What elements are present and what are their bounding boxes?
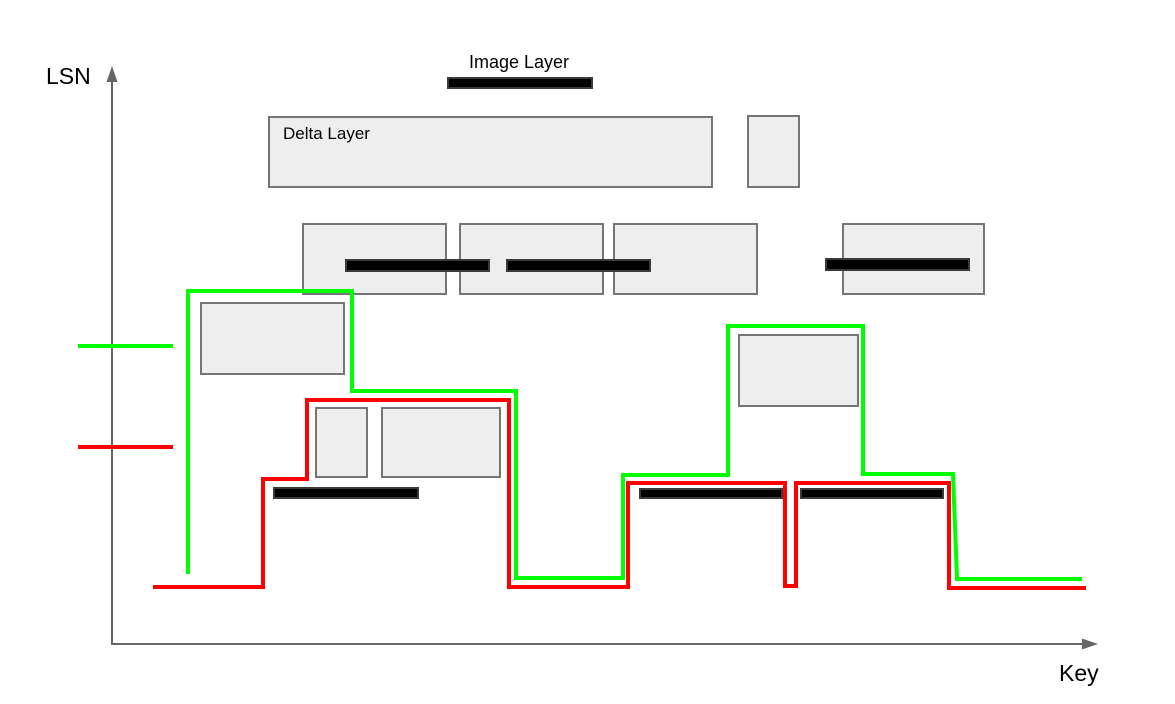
image-layer-legend-label: Image Layer: [468, 52, 570, 72]
image-layer-legend-bar: [447, 77, 593, 89]
delta-layer-rect: [738, 334, 859, 407]
lsn-axis-label: LSN: [46, 63, 91, 89]
image-layer-bar: [639, 488, 783, 499]
delta-layer-rect: [200, 302, 345, 375]
y-axis-arrowhead-icon: [106, 66, 118, 82]
delta-layer-rect: [315, 407, 368, 478]
image-layer-bar: [345, 259, 490, 272]
x-axis-arrowhead-icon: [1082, 638, 1098, 650]
image-layer-bar: [800, 488, 944, 499]
image-layer-bar: [825, 258, 970, 271]
delta-layer-rect: Delta Layer: [268, 116, 713, 188]
delta-layer-rect: [747, 115, 800, 188]
key-axis-label: Key: [1059, 660, 1099, 686]
image-layer-bar: [506, 259, 651, 272]
image-layer-bar: [273, 487, 419, 499]
delta-layer-rect: [381, 407, 501, 478]
delta-layer-label: Delta Layer: [283, 124, 370, 143]
